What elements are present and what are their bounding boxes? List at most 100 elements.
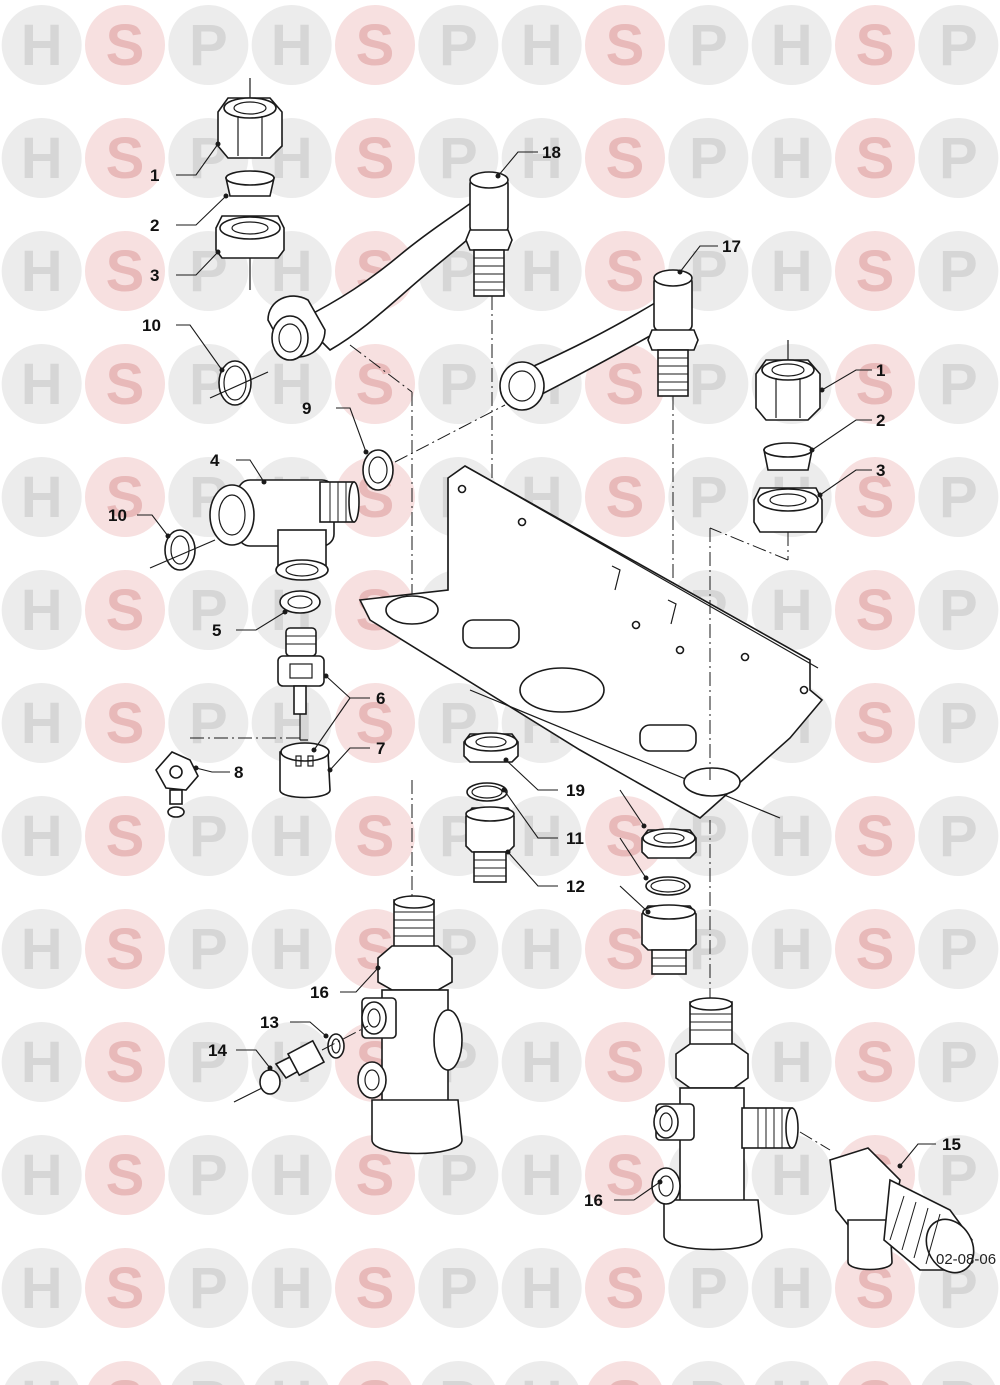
watermark-circle: [168, 1248, 249, 1328]
watermark-letter: S: [106, 1143, 145, 1208]
watermark-circle: [751, 909, 832, 989]
watermark-circle: [88, 1361, 162, 1385]
watermark-letter: S: [856, 804, 895, 869]
watermark-letter: S: [356, 13, 395, 78]
watermark-circle: [501, 796, 582, 876]
watermark-letter: P: [689, 465, 728, 530]
watermark-letter: P: [189, 917, 228, 982]
leader-lines: [137, 141, 936, 1201]
watermark-letter: P: [939, 578, 978, 643]
watermark-circle: [1, 344, 82, 424]
watermark-letter: S: [106, 1369, 145, 1385]
watermark-letter: S: [356, 1369, 395, 1385]
callout-12: 12: [566, 877, 585, 896]
watermark-circle: [501, 118, 582, 198]
watermark-letter: P: [189, 804, 228, 869]
watermark-letter: H: [21, 917, 63, 982]
watermark-circle: [918, 1022, 999, 1102]
watermark-letter: P: [939, 13, 978, 78]
callout-13: 13: [260, 1013, 279, 1032]
watermark-letter: S: [856, 465, 895, 530]
callout-2: 2: [876, 411, 885, 430]
callout-19: 19: [566, 781, 585, 800]
watermark-circle: [168, 1135, 249, 1215]
watermark-circle: [255, 1361, 329, 1385]
watermark-letter: P: [939, 1143, 978, 1208]
watermark-circle: [421, 1361, 495, 1385]
watermark-circle: [1, 118, 82, 198]
watermark-circle: [751, 1248, 832, 1328]
watermark-letter: P: [939, 1030, 978, 1095]
adaptor-12-right: [641, 904, 697, 975]
watermark-letter: P: [689, 1256, 728, 1321]
watermark-circle: [335, 1135, 415, 1215]
watermark-letter: S: [606, 239, 645, 304]
watermark-letter: S: [856, 239, 895, 304]
watermark-circle: [755, 1361, 829, 1385]
watermark-letter: S: [606, 465, 645, 530]
watermark-circle: [418, 1135, 499, 1215]
watermark-letter: H: [271, 1369, 313, 1385]
callout-14: 14: [208, 1041, 227, 1060]
watermark-letter: H: [771, 1143, 813, 1208]
watermark-letter: S: [106, 1256, 145, 1321]
watermark-letter: P: [689, 13, 728, 78]
watermark-letter: S: [356, 126, 395, 191]
watermark-letter: H: [771, 13, 813, 78]
watermark-letter: H: [21, 1256, 63, 1321]
watermark-circle: [335, 683, 415, 763]
watermark-circle: [5, 1361, 79, 1385]
watermark-letter: H: [521, 1143, 563, 1208]
watermark-letter: H: [771, 126, 813, 191]
watermark-letter: H: [521, 239, 563, 304]
watermark-circle: [671, 1361, 745, 1385]
watermark-circle: [585, 1135, 665, 1215]
watermark-circle: [85, 909, 165, 989]
watermark-circle: [1, 683, 82, 763]
valve-body-16-right: [651, 997, 799, 1251]
watermark-letter: H: [21, 239, 63, 304]
watermark-letter: S: [106, 465, 145, 530]
watermark-letter: H: [771, 578, 813, 643]
watermark-letter: S: [106, 13, 145, 78]
watermark-letter: S: [356, 804, 395, 869]
watermark-letter: H: [271, 1143, 313, 1208]
drawing-reference-code: 02-08-06: [936, 1251, 997, 1268]
watermark-circle: [838, 1361, 912, 1385]
watermark-circle: [585, 231, 665, 311]
watermark-letter: P: [439, 1256, 478, 1321]
watermark-letter: S: [606, 352, 645, 417]
watermark-letter: P: [189, 578, 228, 643]
nut-19-right: [641, 828, 697, 859]
watermark-circle: [585, 5, 665, 85]
watermark-circle: [751, 570, 832, 650]
watermark-circle: [585, 118, 665, 198]
watermark-circle: [505, 1361, 579, 1385]
watermark-circle: [335, 118, 415, 198]
watermark-letter: H: [521, 1030, 563, 1095]
callout-1: 1: [876, 361, 885, 380]
cap-7: [279, 742, 331, 799]
watermark-circle: [918, 683, 999, 763]
watermark-letter: S: [856, 1369, 895, 1385]
watermark-letter: P: [189, 1256, 228, 1321]
pipe-18: [267, 171, 513, 361]
watermark-letter: S: [356, 1256, 395, 1321]
watermark-letter: H: [271, 352, 313, 417]
watermark-letter: P: [939, 1369, 978, 1385]
callout-17: 17: [722, 237, 741, 256]
watermark-letter: S: [106, 917, 145, 982]
tee-fitting-4: [209, 479, 360, 581]
valve-body-16-left: [357, 895, 463, 1155]
watermark-letter: S: [856, 917, 895, 982]
watermark-letter: P: [939, 126, 978, 191]
watermark-circle: [918, 5, 999, 85]
watermark-circle: [1, 1248, 82, 1328]
watermark-circle: [918, 796, 999, 876]
angle-valve-15: [799, 1131, 975, 1274]
callout-7: 7: [376, 739, 385, 758]
callout-18: 18: [542, 143, 561, 162]
watermark-circle: [835, 5, 915, 85]
watermark-circle: [835, 796, 915, 876]
